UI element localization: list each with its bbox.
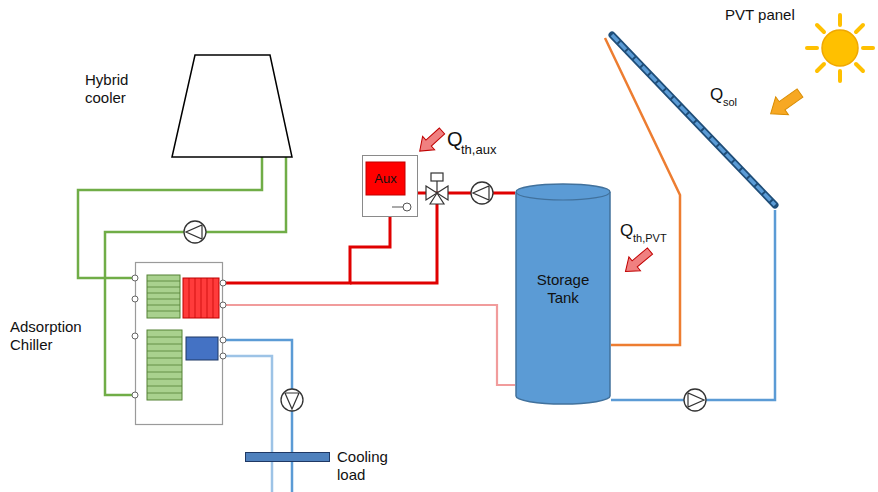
heat-arrow [620,244,656,278]
aux-heater-node: Aux [362,155,418,217]
quantity-symbol: Q [620,222,633,239]
quantity-subscript: th,aux [461,143,496,156]
pipe-connector [611,210,775,400]
pump-symbol [684,389,706,411]
sun-symbol [807,15,873,81]
pump-symbol [471,182,493,204]
three-way-valve [426,173,448,204]
node-label: PVT panel [725,6,795,24]
chiller-node: Adsorption Chiller [135,262,223,425]
quantity-symbol: Q [447,129,463,149]
pump-symbol [184,221,206,243]
node-label: Hybrid cooler [85,71,149,107]
cooling-load-shape [245,452,330,462]
cooler-node: Hybrid cooler [172,55,292,157]
pipe-connector [605,38,680,345]
cooling-load-node: Cooling load [245,452,330,462]
pipe-connector [223,217,390,283]
aux-heater-shape [362,155,418,217]
quantity-symbol: Q [710,86,723,103]
quantity-subscript: th,PVT [633,233,667,244]
pvt-panel-shape [605,30,780,210]
pipe-connector [223,356,272,452]
heat-arrow [414,124,448,157]
pipe-connector [223,305,515,385]
load-pipe [271,462,274,492]
storage-tank-node: Storage Tank [515,183,611,405]
node-label: Adsorption Chiller [10,318,105,354]
node-label: Cooling load [337,448,401,484]
heat-arrow [764,84,806,123]
pipe-connector [78,157,262,278]
load-pipe [291,462,294,492]
chiller-shape [135,262,223,425]
node-label: Storage Tank [523,271,603,307]
pump-symbol [281,389,303,411]
pvt-panel-node: PVT panel [605,30,780,210]
node-label: Aux [366,162,405,195]
quantity-subscript: sol [723,97,737,108]
cooler-shape [172,55,292,157]
